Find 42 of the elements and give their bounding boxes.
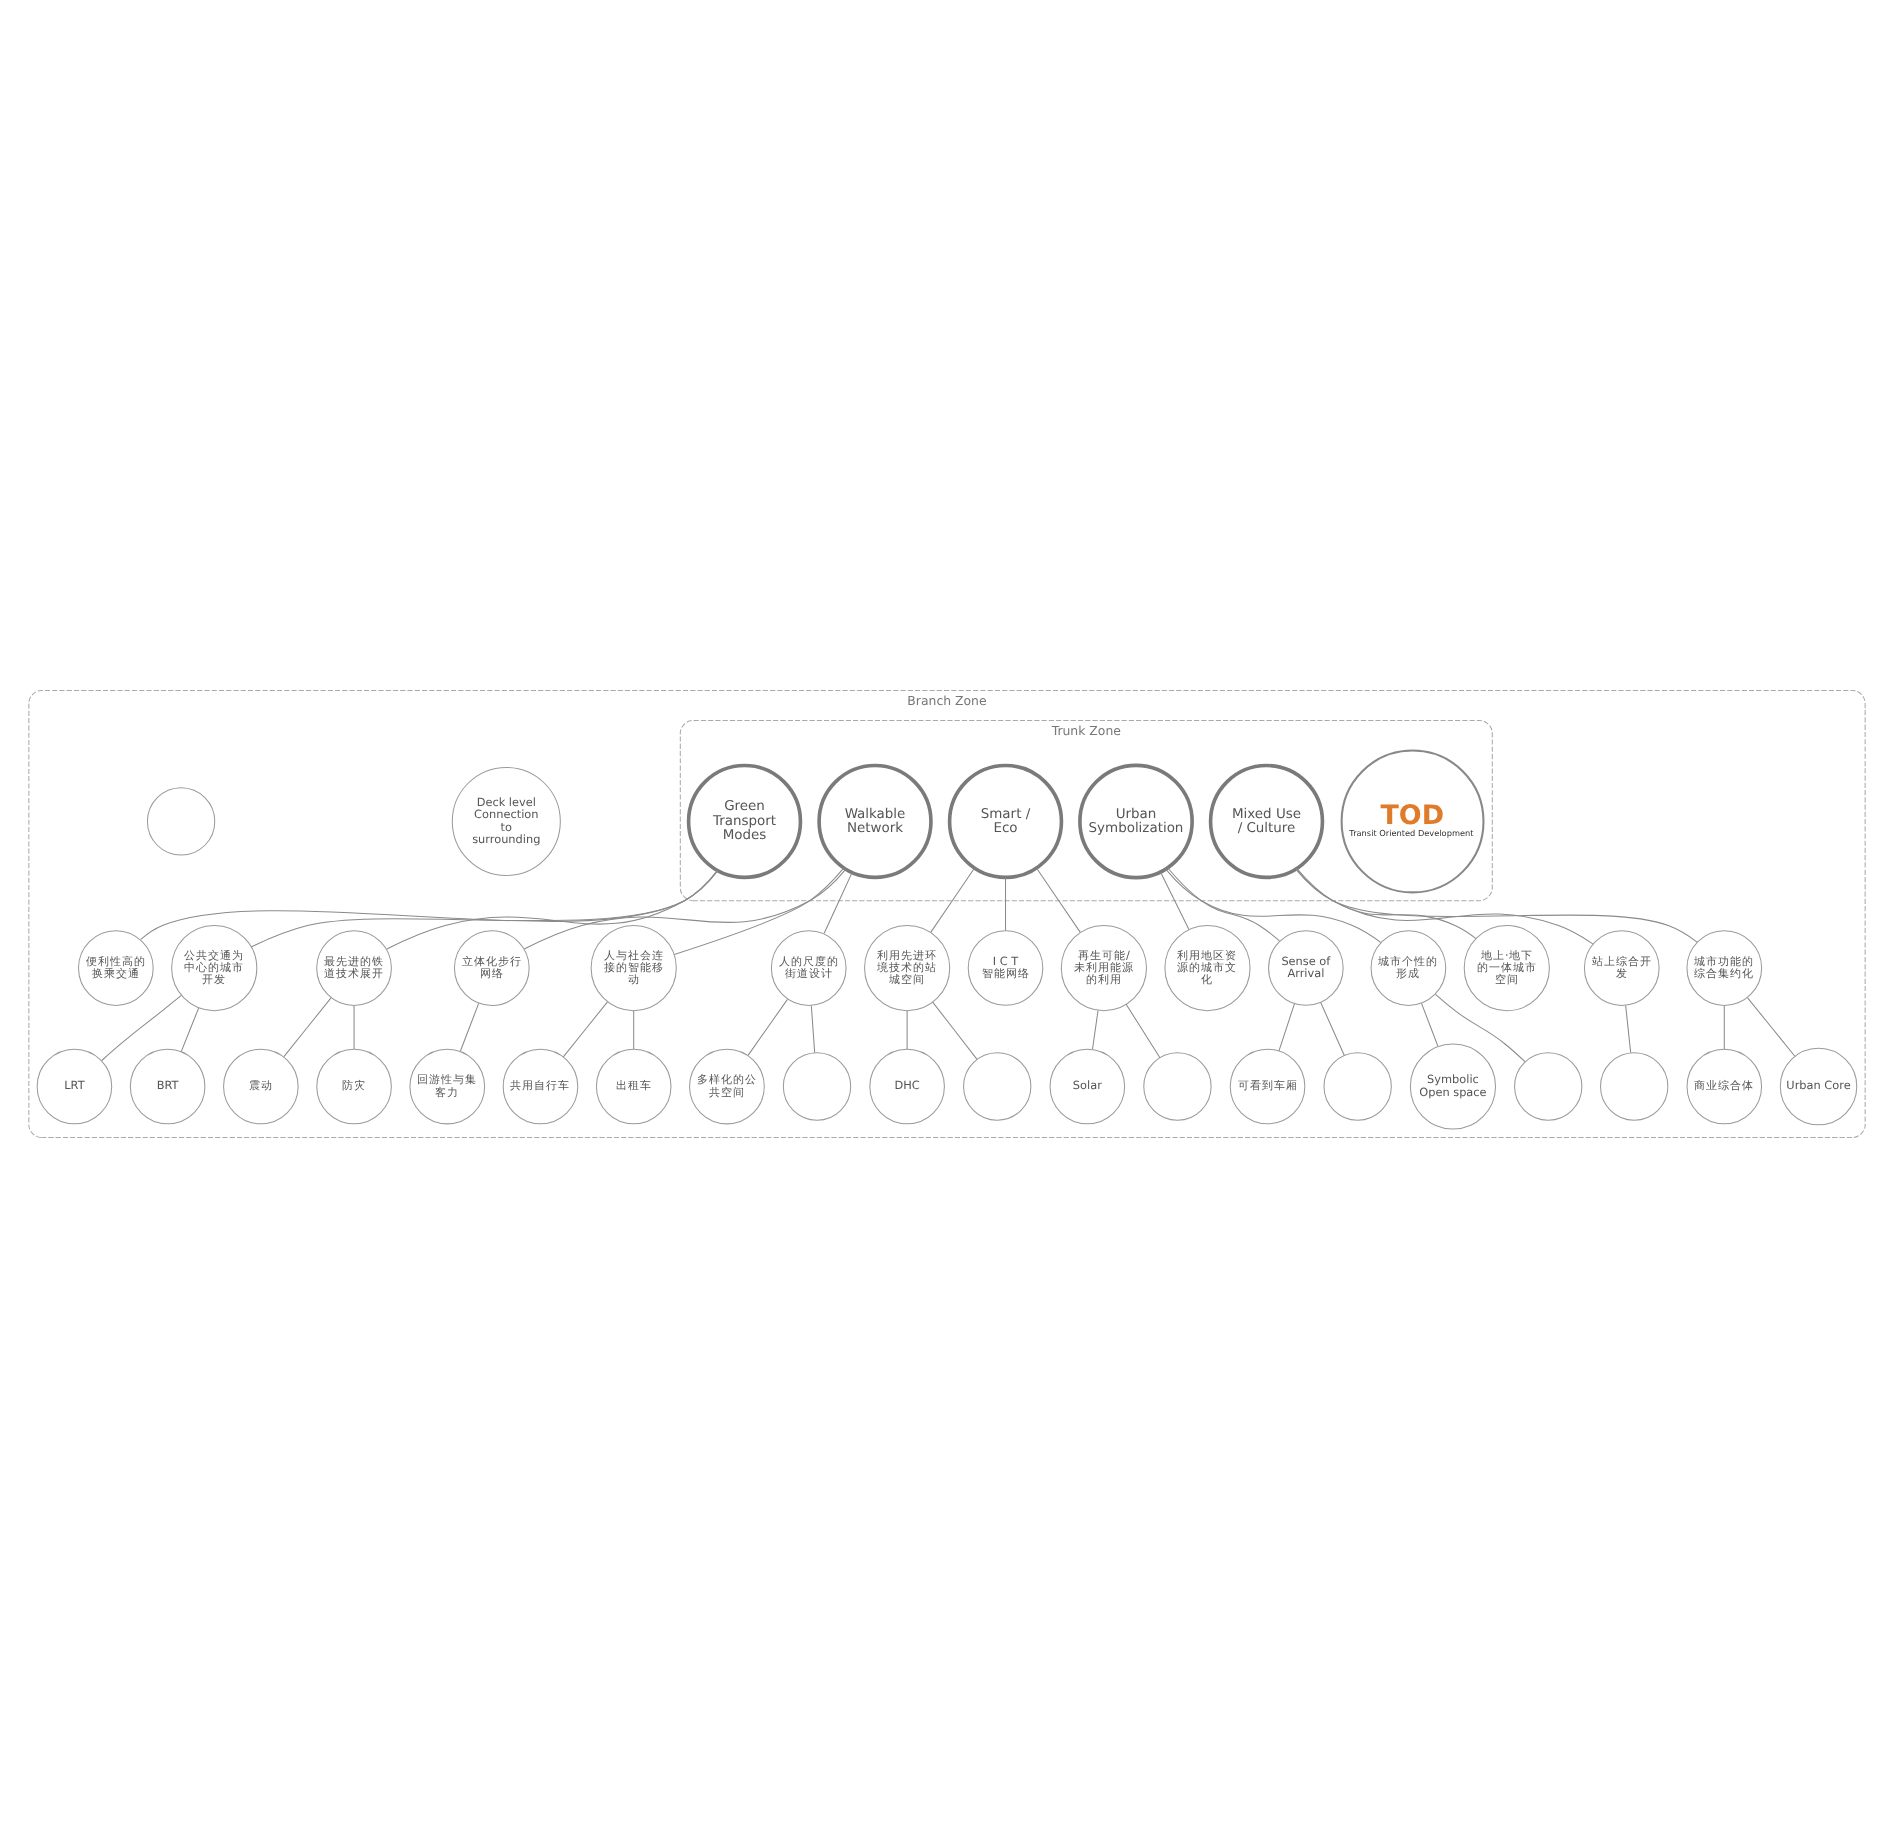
connector <box>906 1009 908 1049</box>
connector <box>1320 1000 1345 1055</box>
connector <box>1295 867 1594 944</box>
connector <box>1296 867 1477 939</box>
node-circle <box>1600 1051 1669 1120</box>
connector <box>140 869 719 939</box>
connector <box>1125 1002 1161 1058</box>
connector <box>932 1000 978 1059</box>
connector <box>1165 867 1382 942</box>
connector <box>353 1004 355 1049</box>
connector <box>1747 996 1796 1056</box>
connector <box>1005 876 1007 930</box>
connector <box>1723 1004 1725 1049</box>
connector <box>673 866 845 954</box>
connector <box>1278 1002 1295 1051</box>
connector <box>250 869 719 947</box>
connector <box>810 1004 816 1053</box>
connector <box>1295 867 1698 942</box>
connector <box>562 1000 608 1057</box>
connector <box>1421 1001 1439 1046</box>
connector <box>1092 1008 1099 1049</box>
node-circle <box>146 786 216 855</box>
connector <box>1434 992 1526 1062</box>
connector <box>283 996 332 1057</box>
node-circle <box>1323 1051 1392 1120</box>
node-circle <box>1514 1051 1583 1120</box>
node-circle <box>963 1051 1032 1120</box>
connector <box>101 993 182 1060</box>
connector <box>1625 1004 1632 1053</box>
connector <box>180 1006 200 1052</box>
connector <box>459 1001 480 1051</box>
connector <box>1036 866 1081 932</box>
connector <box>930 866 975 932</box>
connector <box>386 869 718 949</box>
connector <box>1160 870 1190 930</box>
connector <box>523 867 847 949</box>
node-circle <box>782 1051 852 1120</box>
connector <box>823 871 853 933</box>
node-circle <box>1143 1051 1212 1120</box>
connector <box>633 1009 635 1049</box>
connector <box>1167 866 1280 941</box>
connector <box>747 997 788 1055</box>
